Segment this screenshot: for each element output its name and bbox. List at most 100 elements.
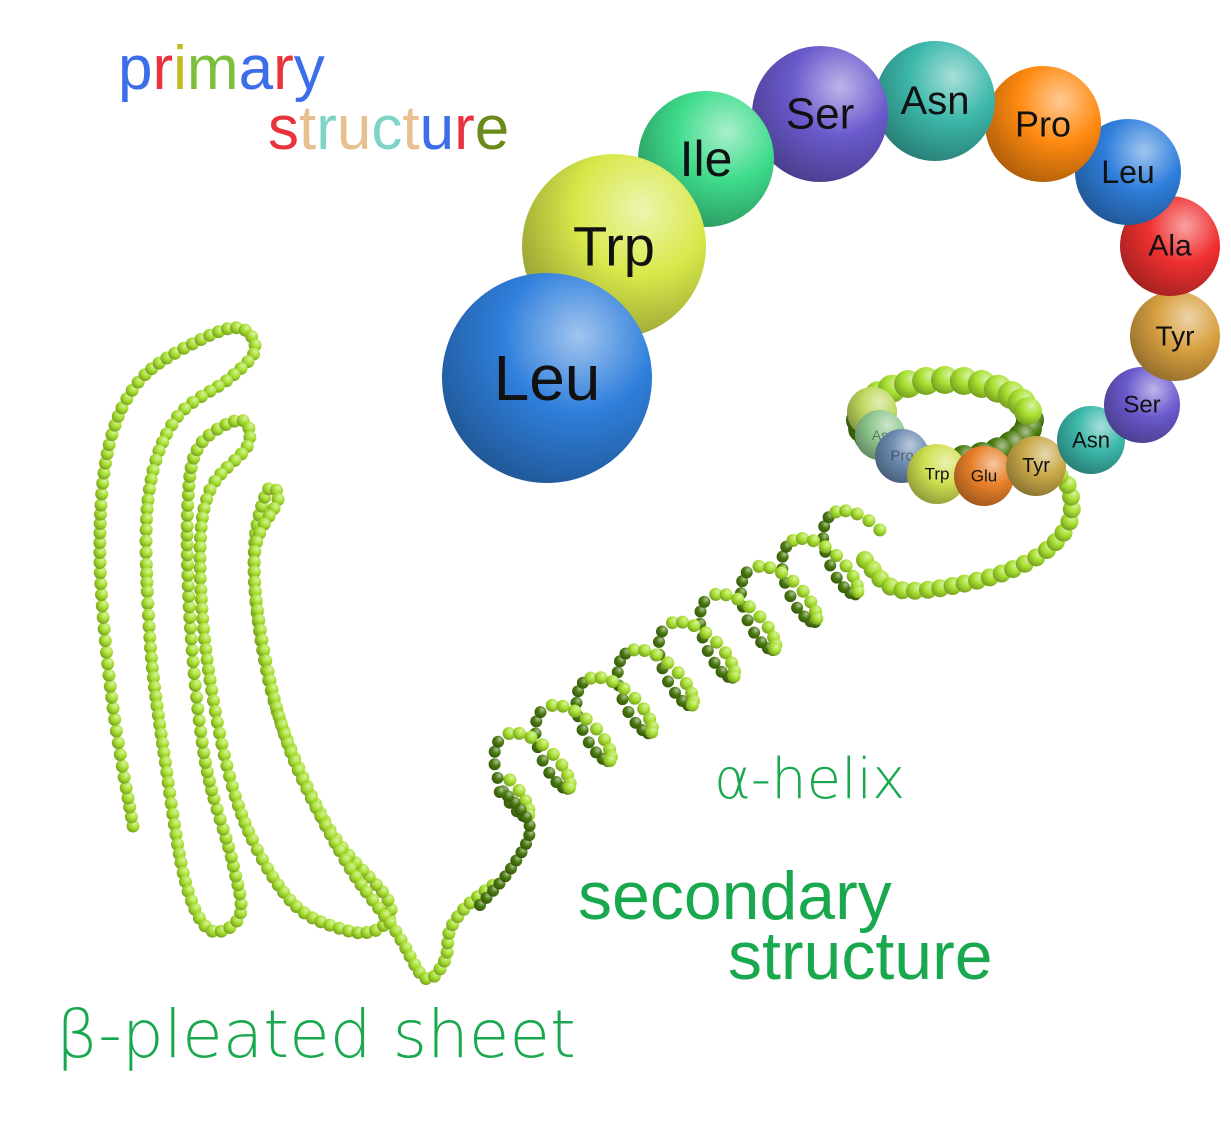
chain-bead [96,610,110,624]
chain-bead [108,712,122,726]
helix-bead [818,520,831,533]
helix-bead [741,614,754,627]
helix-bead [676,615,690,629]
chain-bead [194,520,208,534]
residue-ball [1104,367,1180,443]
chain-bead [98,634,112,648]
helix-bead [603,754,617,768]
chain-bead [193,540,207,554]
residue-label: Leu [494,342,601,414]
chain-bead [113,748,127,761]
residue-label: Leu [1101,154,1154,190]
chain-bead [144,641,157,655]
helix-bead [491,771,504,784]
chain-bead [205,924,219,938]
chain-bead [160,765,174,779]
chain-bead [210,715,224,729]
chain-bead [93,517,107,530]
helix-bead [584,671,598,685]
primary-title-letter: r [273,34,294,103]
chain-bead [187,667,201,680]
chain-bead [117,770,131,784]
chain-bead [247,555,261,569]
chain-bead [149,453,163,467]
chain-bead [203,673,217,687]
helix-bead [512,726,526,740]
secondary-structure-title-line1: secondary [578,858,892,934]
chain-bead [142,620,156,633]
chain-bead [197,746,211,760]
primary-title-letter: m [186,34,239,103]
chain-bead [234,897,248,911]
helix-bead [807,534,820,548]
structure-title-letter: r [316,94,337,163]
structure-title-letter: s [268,94,299,163]
helix-bead [742,600,756,614]
helix-bead [512,784,526,797]
primary-title-letter: i [173,34,187,103]
helix-bead [851,585,865,599]
helix-bead [710,635,724,649]
chain-bead [139,523,153,537]
chain-bead [259,654,273,668]
helix-bead [784,590,797,603]
helix-bead [590,722,603,736]
residue-sphere: Pro [985,66,1101,182]
chain-bead [190,690,204,704]
chain-bead [101,657,115,671]
residue-label: Ser [1123,392,1160,419]
residue-ball [1075,119,1181,225]
helix-bead [556,699,570,713]
helix-bead [656,625,668,638]
helix-bead [524,730,538,744]
chain-bead [199,642,213,656]
structure-title-letter: r [454,94,475,163]
helix-bead [791,601,804,614]
helix-bead [679,677,693,690]
chain-bead [249,594,263,608]
residue-ball [1006,436,1066,496]
chain-bead [145,661,159,675]
chain-bead [247,565,261,579]
chain-bead [96,476,110,490]
chain-bead [94,577,108,591]
helix-bead [579,712,593,726]
helix-bead [598,733,611,747]
residue-ball [752,46,888,182]
chain-bead [93,536,107,550]
helix-bead [617,682,631,696]
helix-bead [824,559,837,572]
helix-bead [701,644,714,657]
helix-bead [709,587,723,601]
primary-title-letter: p [118,34,153,103]
residue-ball [907,444,967,504]
chain-bead [181,498,195,512]
chain-bead [183,610,197,624]
helix-bead [662,675,675,688]
residue-ball [1130,291,1220,381]
ring-bead [1013,397,1042,426]
helix-bead [715,665,728,678]
chain-bead [252,613,266,627]
chain-bead [440,945,454,959]
chain-bead [333,844,347,858]
chain-bead [140,567,154,580]
chain-bead [93,526,107,540]
helix-bead [768,642,782,656]
helix-bead [698,595,711,608]
chain-bead [351,926,365,940]
chain-bead [193,551,207,565]
residue-ball [875,41,995,161]
beta-pleated-sheet-label: β-pleated sheet [56,996,576,1073]
chain-bead [196,612,210,626]
helix-bead [611,666,624,679]
helix-bead [543,766,556,779]
chain-bead [217,748,231,762]
helix-bead [653,635,665,648]
primary-title-letter: y [293,34,325,103]
chain-bead [215,737,229,751]
residue-label: Ala [1148,230,1192,263]
chain-bead [164,797,178,810]
